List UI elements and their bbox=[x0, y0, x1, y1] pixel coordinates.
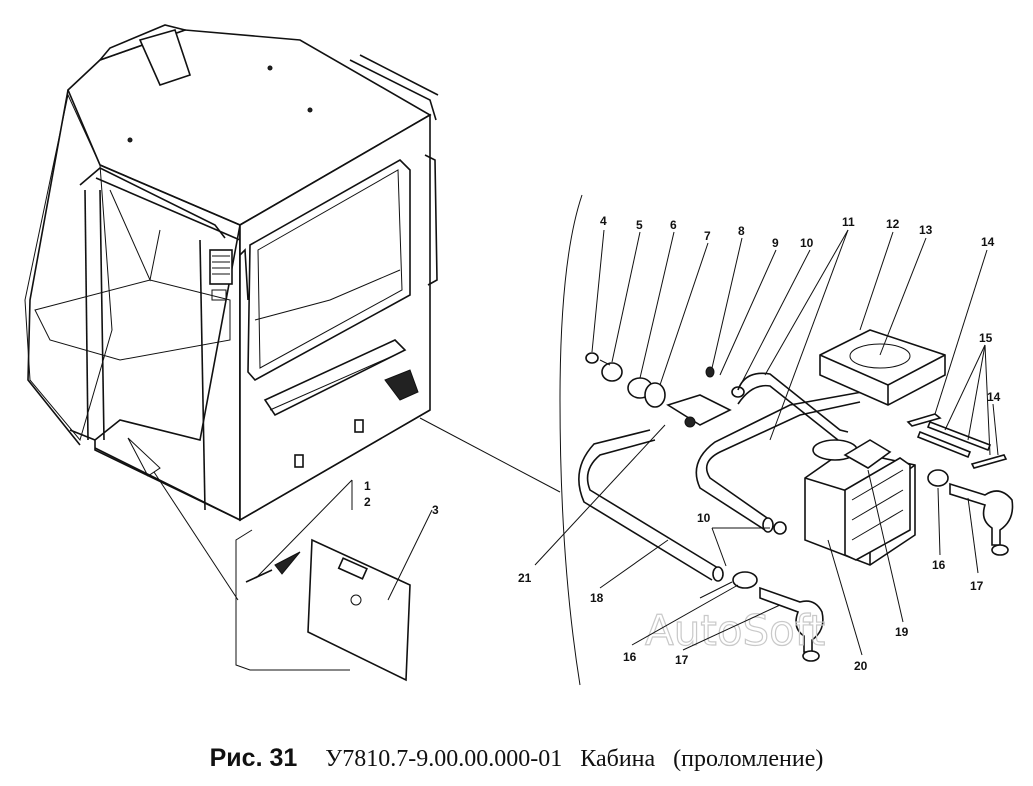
callout-label: 16 bbox=[932, 558, 946, 572]
callout-label: 4 bbox=[600, 214, 607, 228]
figure-caption: Рис. 31 У7810.7-9.00.00.000-01 Кабина (п… bbox=[0, 744, 1033, 773]
callout-label: 5 bbox=[636, 218, 643, 232]
callout-label: 15 bbox=[979, 331, 993, 345]
callout-label: 1 bbox=[364, 479, 371, 493]
callout-label: 17 bbox=[675, 653, 689, 667]
callout-label: 21 bbox=[518, 571, 532, 585]
callout-label: 10 bbox=[800, 236, 814, 250]
figure-subtitle: (проломление) bbox=[673, 746, 824, 772]
access-panel bbox=[235, 479, 433, 682]
callout-label: 17 bbox=[970, 579, 984, 593]
callout-label: 3 bbox=[432, 503, 439, 517]
cab-body bbox=[24, 24, 439, 601]
callout-label: 18 bbox=[590, 591, 604, 605]
callout-labels: 1 2 3 4 5 6 7 8 9 10 11 12 13 14 15 14 1… bbox=[364, 214, 1001, 673]
callout-label: 19 bbox=[895, 625, 909, 639]
callout-label: 11 bbox=[842, 215, 855, 229]
callout-leaders bbox=[534, 229, 999, 656]
callout-label: 2 bbox=[364, 495, 371, 509]
callout-label: 7 bbox=[704, 229, 711, 243]
heater-assembly bbox=[419, 194, 1014, 686]
callout-label: 8 bbox=[738, 224, 745, 238]
callout-label: 12 bbox=[886, 217, 900, 231]
callout-label: 9 bbox=[772, 236, 779, 250]
figure-number: Рис. 31 bbox=[209, 744, 298, 772]
callout-label: 20 bbox=[854, 659, 868, 673]
callout-label: 14 bbox=[987, 390, 1001, 404]
callout-label: 6 bbox=[670, 218, 677, 232]
callout-label: 14 bbox=[981, 235, 995, 249]
callout-label: 10 bbox=[697, 511, 711, 525]
drawing-code: У7810.7-9.00.00.000-01 bbox=[325, 746, 563, 772]
watermark: AutoSoft bbox=[645, 606, 825, 655]
figure-title: Кабина bbox=[580, 746, 656, 772]
callout-label: 13 bbox=[919, 223, 933, 237]
callout-label: 16 bbox=[623, 650, 637, 664]
